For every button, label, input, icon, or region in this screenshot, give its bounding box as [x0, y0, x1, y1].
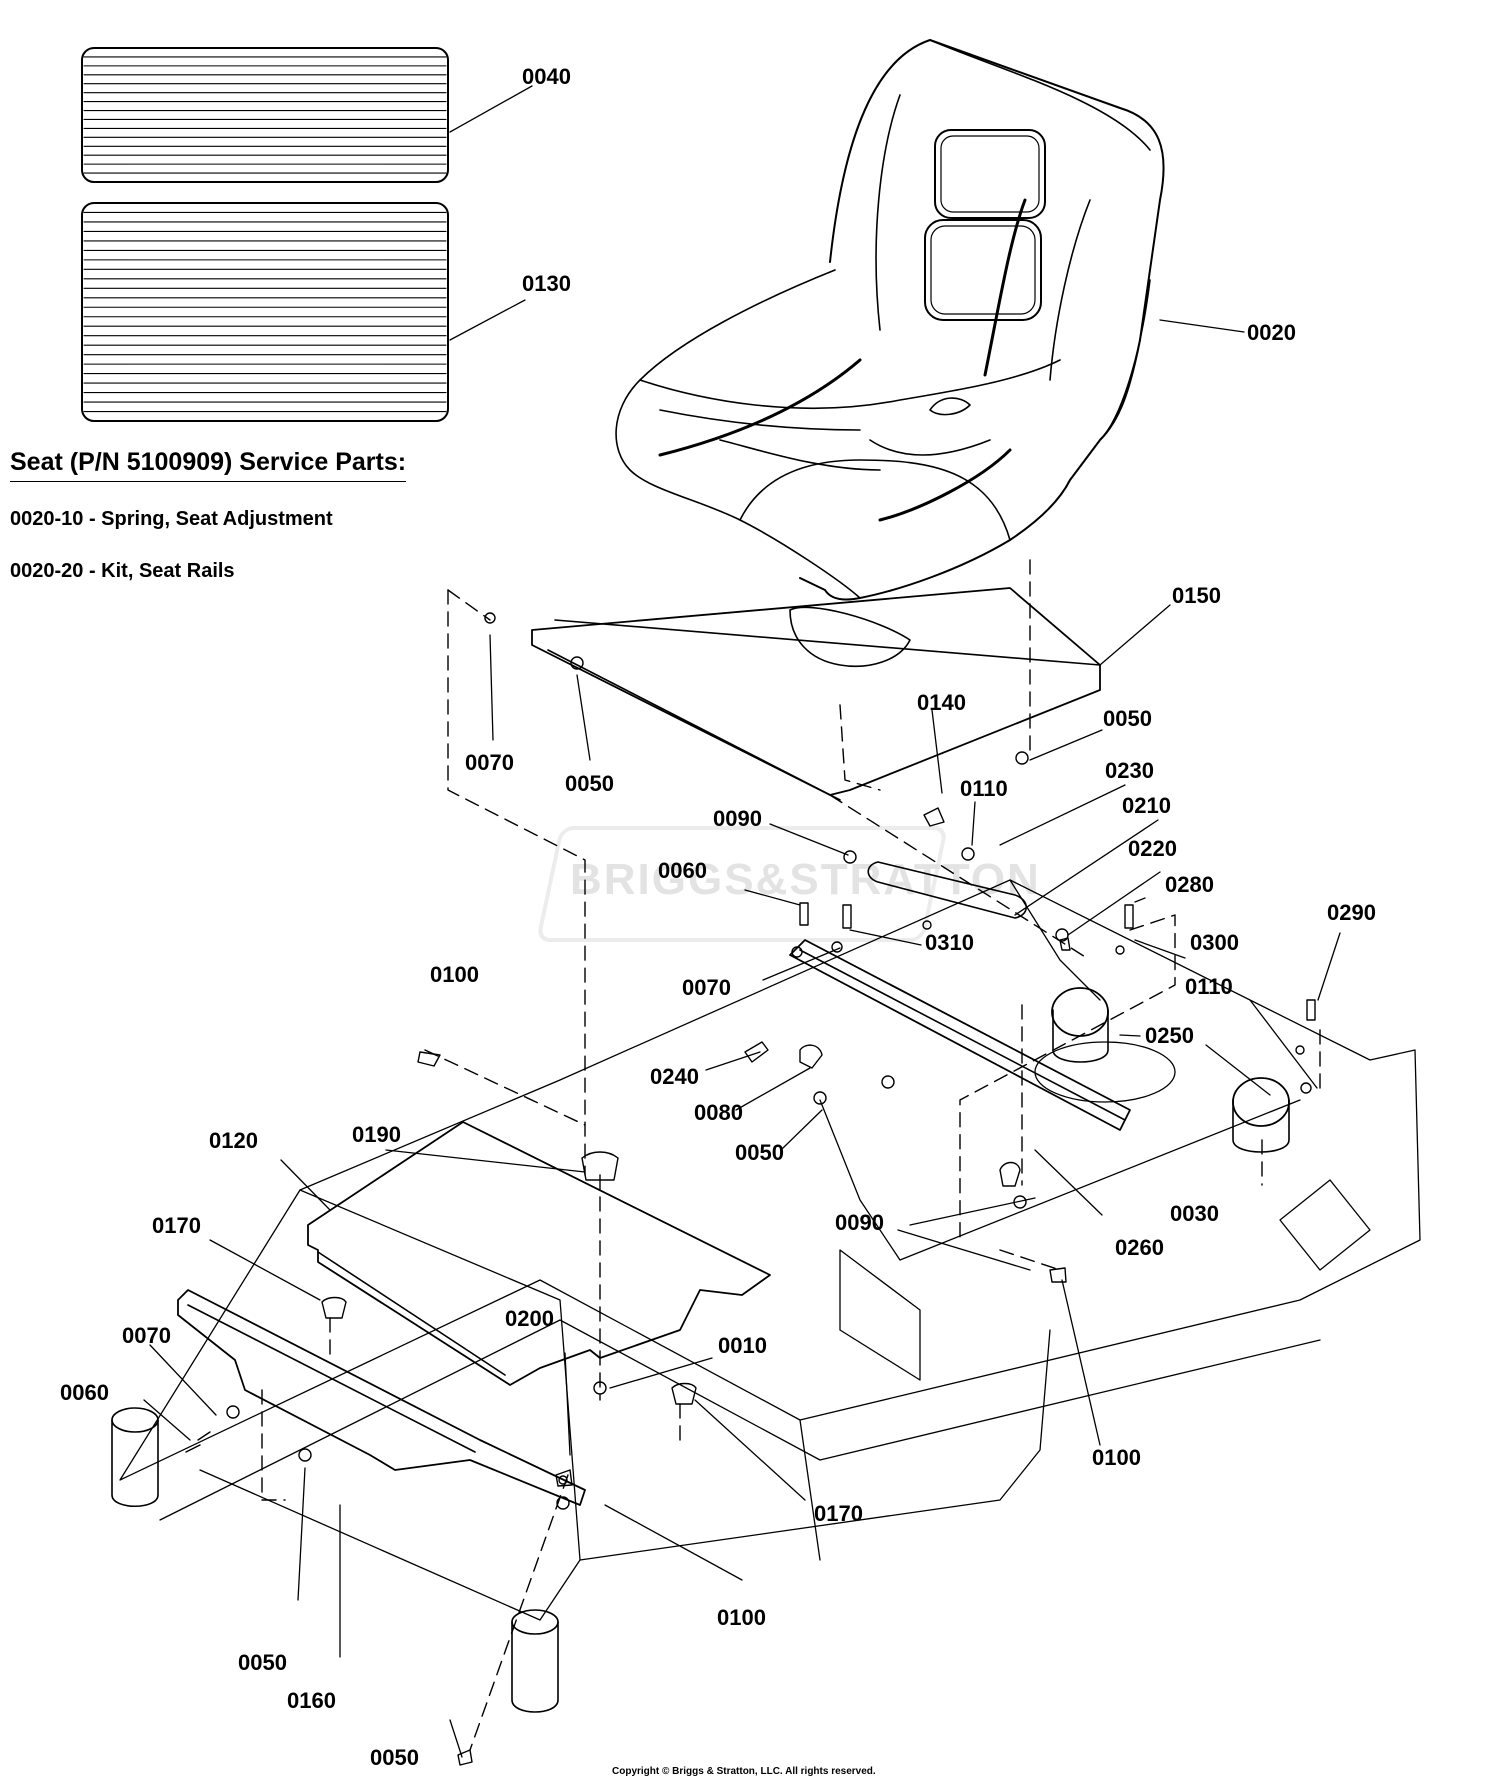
callout-0110-b: 0110: [1185, 974, 1233, 999]
callout-0290: 0290: [1327, 900, 1376, 925]
callout-0020: 0020: [1247, 320, 1296, 345]
callout-0160: 0160: [287, 1688, 336, 1713]
callout-0280: 0280: [1165, 872, 1214, 897]
callout-0050-b: 0050: [565, 771, 614, 796]
callout-0190: 0190: [352, 1122, 401, 1147]
callout-0310: 0310: [925, 930, 974, 955]
callout-0070-b: 0070: [682, 975, 731, 1000]
hardware-parts: [185, 612, 1316, 1766]
callout-0090-b: 0090: [835, 1210, 884, 1235]
callout-0240: 0240: [650, 1064, 699, 1089]
callout-0300: 0300: [1190, 930, 1239, 955]
callout-0070-a: 0070: [465, 750, 514, 775]
chassis-post-left: [111, 1407, 159, 1507]
leader-lines: [143, 85, 1341, 1758]
seat-switch-0210: [867, 861, 1028, 919]
callout-0170-a: 0170: [152, 1213, 201, 1238]
callout-0200: 0200: [505, 1306, 554, 1331]
callout-0050-c: 0050: [735, 1140, 784, 1165]
callout-0100-b: 0100: [1092, 1445, 1141, 1470]
callout-0260: 0260: [1115, 1235, 1164, 1260]
callout-0010: 0010: [718, 1333, 767, 1358]
chassis-post-right: [511, 1609, 559, 1713]
watermark: BRIGGS&STRATTON: [570, 855, 1041, 904]
panel-0120: [307, 1121, 771, 1386]
callout-0250: 0250: [1145, 1023, 1194, 1048]
callout-0100-c: 0100: [717, 1605, 766, 1630]
callout-0170-b: 0170: [814, 1501, 863, 1526]
callout-0080: 0080: [694, 1100, 743, 1125]
callout-0150: 0150: [1172, 583, 1221, 608]
assembly-guide-lines: [261, 559, 1321, 1751]
decal-0130: [81, 202, 449, 422]
rail-bracket-0030: [789, 939, 1131, 1131]
copyright-notice: Copyright © Briggs & Stratton, LLC. All …: [612, 1766, 876, 1777]
callout-0110-a: 0110: [960, 776, 1008, 801]
callout-0100-a: 0100: [430, 962, 479, 987]
decal-0040: [81, 47, 449, 183]
callout-0050-d: 0050: [238, 1650, 287, 1675]
bumper-0250-b: [1232, 1077, 1290, 1153]
callout-0030: 0030: [1170, 1201, 1219, 1226]
callout-0040: 0040: [522, 64, 571, 89]
front-bracket-0160: [177, 1289, 586, 1506]
callout-0210: 0210: [1122, 793, 1171, 818]
callout-0050-e: 0050: [370, 1745, 419, 1770]
callout-0220: 0220: [1128, 836, 1177, 861]
callout-0050-a: 0050: [1103, 706, 1152, 731]
callout-0230: 0230: [1105, 758, 1154, 783]
callout-0130: 0130: [522, 271, 571, 296]
callout-0070-c: 0070: [122, 1323, 171, 1348]
callout-0060-b: 0060: [60, 1380, 109, 1405]
callout-0120: 0120: [209, 1128, 258, 1153]
service-parts-title: Seat (P/N 5100909) Service Parts:: [10, 448, 407, 482]
callout-0060-a: 0060: [658, 858, 707, 883]
seat-pan-0150: [531, 587, 1101, 801]
seat-0020: [615, 39, 1165, 601]
callout-0090-a: 0090: [713, 806, 762, 831]
service-part-item: 0020-20 - Kit, Seat Rails: [10, 560, 235, 582]
service-part-item: 0020-10 - Spring, Seat Adjustment: [10, 508, 333, 530]
callout-0140: 0140: [917, 690, 966, 715]
